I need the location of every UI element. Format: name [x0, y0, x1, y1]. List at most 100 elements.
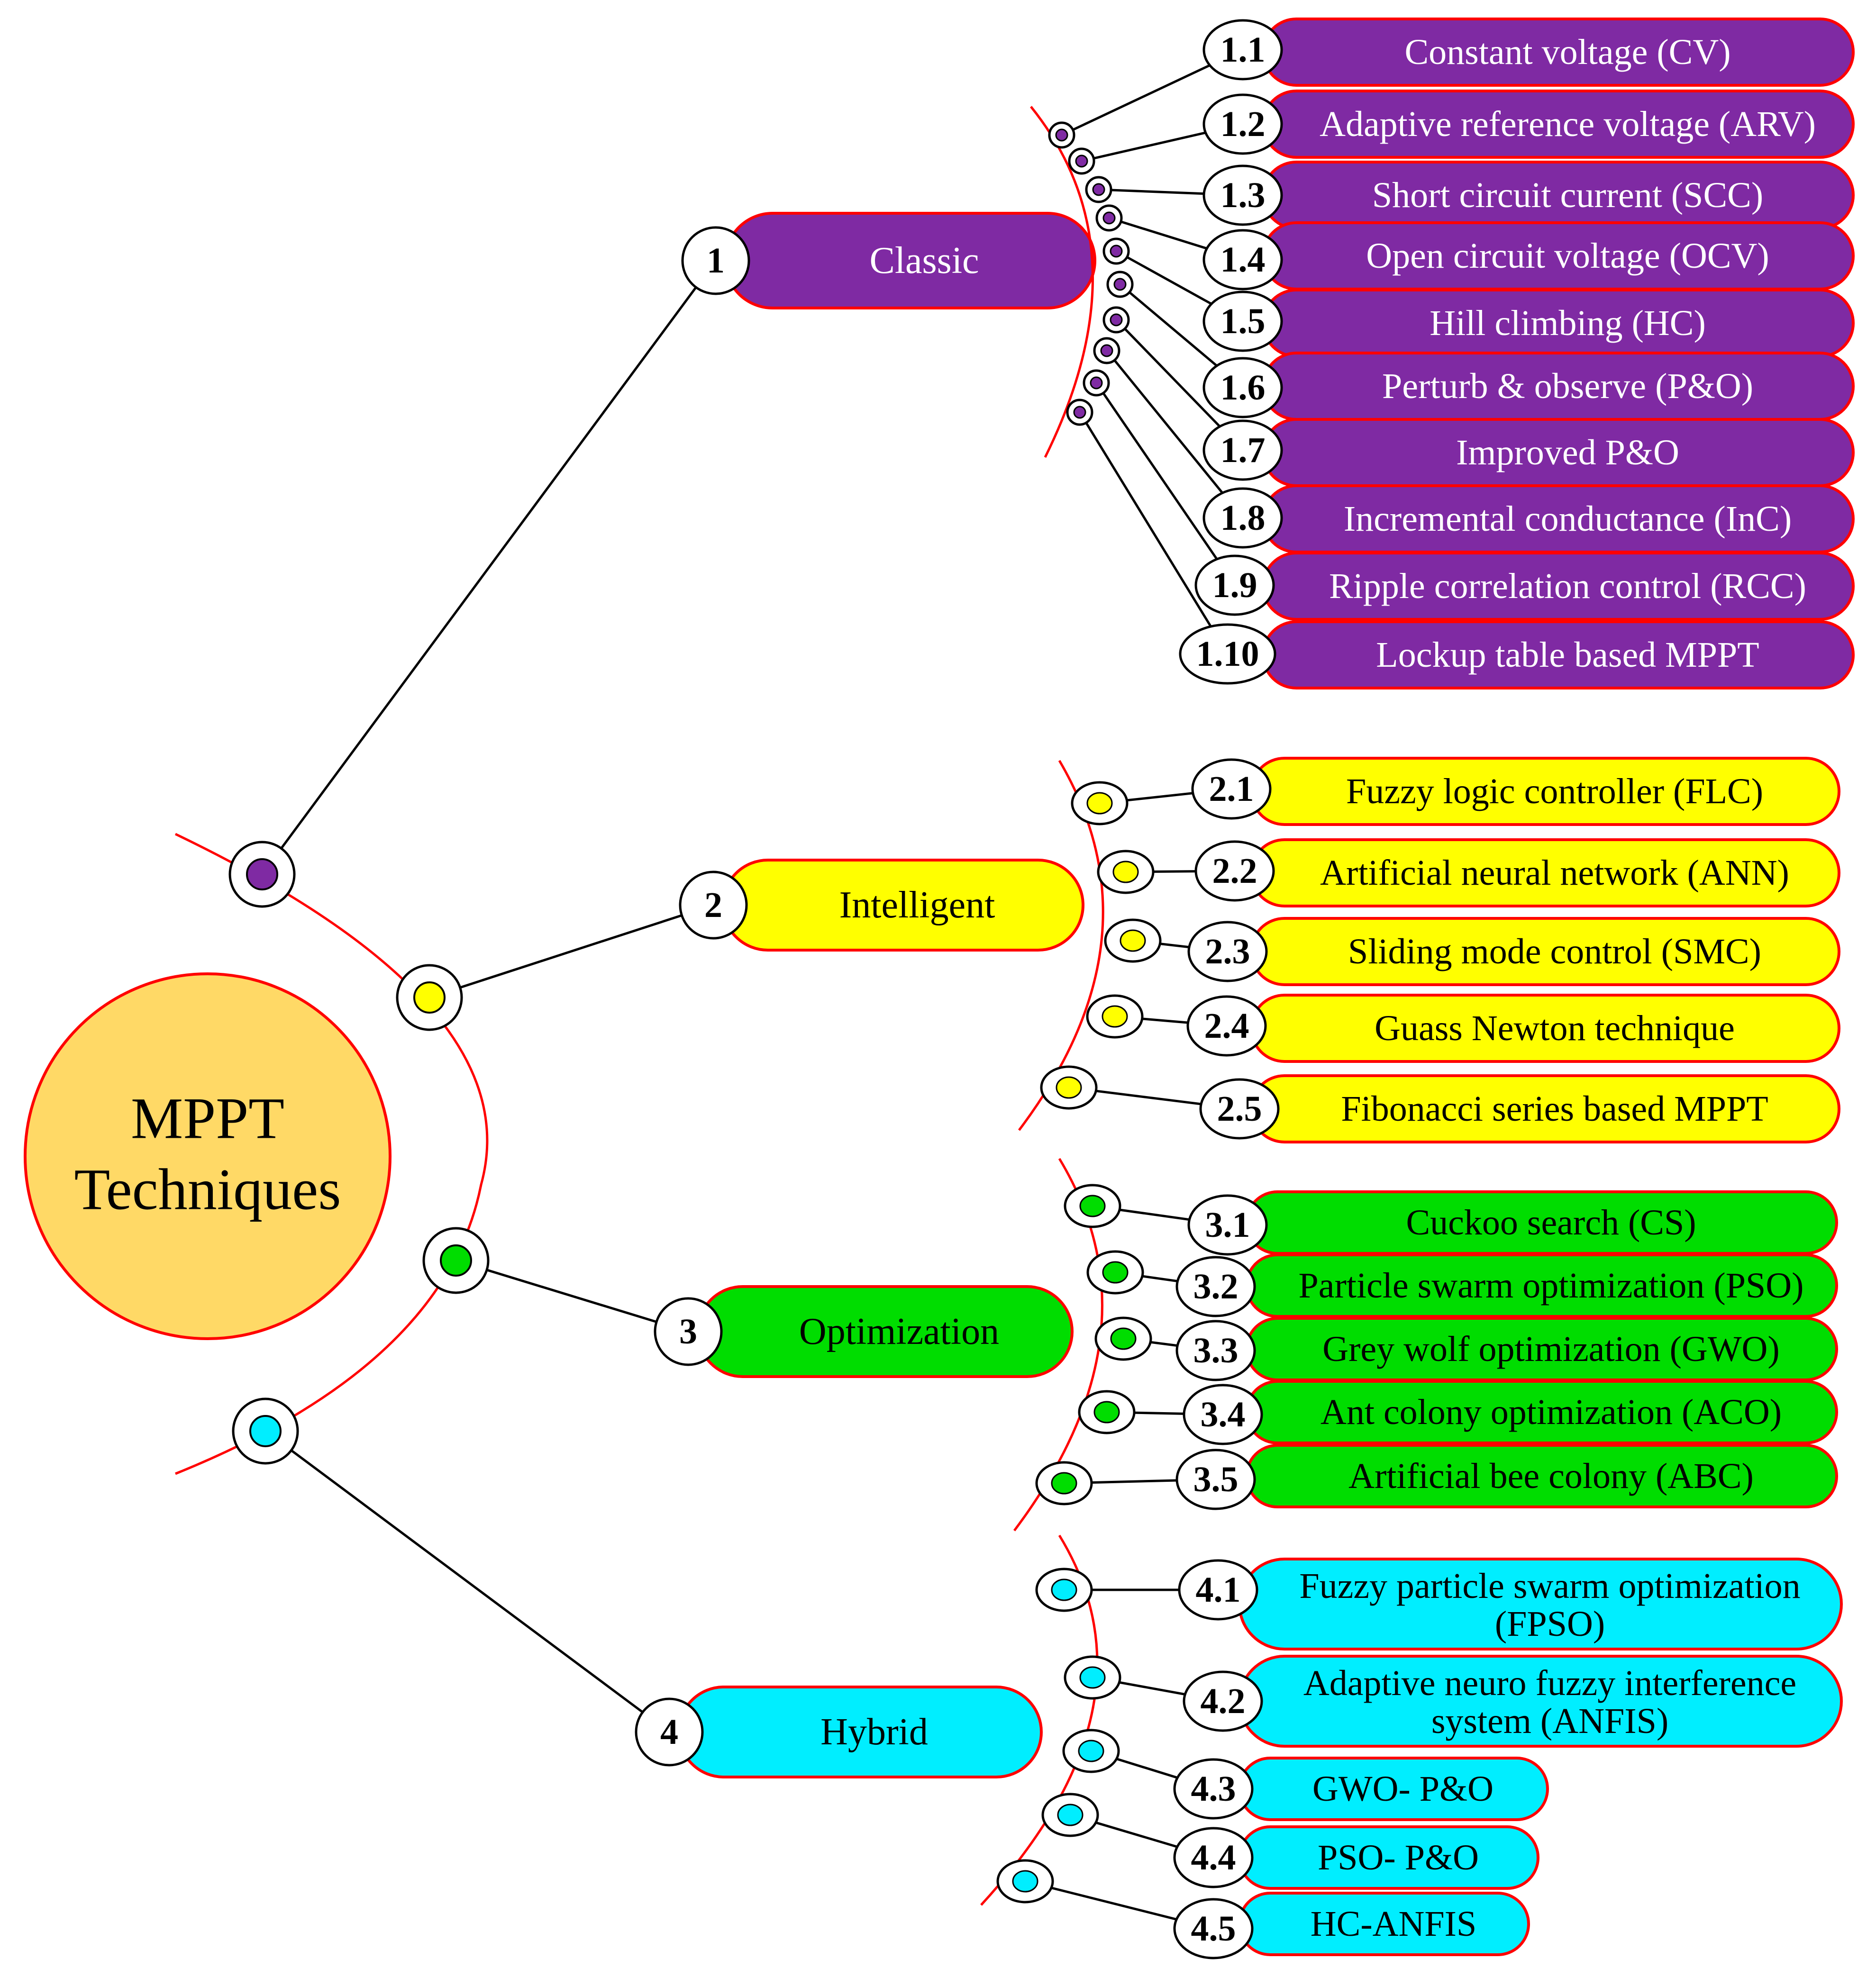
- item-bullet-dot: [1100, 344, 1113, 357]
- item-label: Particle swarm optimization (PSO): [1299, 1266, 1804, 1306]
- category-hybrid: Hybrid 4 Fuzzy particle swarm optimization…: [232, 1397, 1843, 1959]
- technique-item: PSO- P&O4.4: [1041, 1793, 1539, 1890]
- category-connector: [261, 260, 717, 875]
- category-number-circle: [679, 871, 748, 940]
- item-bullet-dot: [1079, 1195, 1106, 1217]
- item-number-ellipse: [1202, 93, 1283, 155]
- category-connector: [455, 1259, 689, 1333]
- item-bullet-dot: [1112, 861, 1139, 883]
- item-label-line2: (FPSO): [1495, 1604, 1605, 1644]
- item-number-ellipse: [1173, 1758, 1254, 1820]
- item-number: 1.9: [1212, 565, 1257, 605]
- item-number: 2.4: [1204, 1006, 1249, 1046]
- item-number-ellipse: [1187, 1194, 1268, 1256]
- item-label: Ripple correlation control (RCC): [1329, 566, 1806, 606]
- technique-item: Fuzzy particle swarm optimization(FPSO) 4…: [1035, 1558, 1843, 1651]
- item-bullet-dot: [1051, 1578, 1077, 1601]
- item-number: 4.2: [1201, 1681, 1246, 1721]
- item-number-ellipse: [1202, 19, 1283, 81]
- category-connector: [429, 904, 714, 999]
- item-number-ellipse: [1202, 229, 1283, 290]
- item-number-ellipse: [1179, 623, 1276, 685]
- item-number-ellipse: [1199, 1078, 1280, 1140]
- item-connector: [1095, 382, 1236, 586]
- technique-item: Cuckoo search (CS)3.1: [1064, 1184, 1838, 1256]
- item-number: 1.1: [1220, 30, 1266, 70]
- category-connector: [264, 1430, 670, 1733]
- technique-item: Constant voltage (CV)1.1: [1048, 18, 1855, 149]
- item-label: Hill climbing (HC): [1430, 303, 1706, 343]
- item-number-ellipse: [1202, 164, 1283, 226]
- category-number: 1: [707, 241, 725, 281]
- item-number: 4.5: [1191, 1909, 1236, 1949]
- item-label: Incremental conductance (InC): [1344, 499, 1792, 539]
- item-connector: [1078, 411, 1229, 655]
- item-pill: [1245, 1444, 1838, 1508]
- root-circle: [24, 972, 392, 1340]
- item-bullet-dot: [1055, 128, 1068, 142]
- item-number: 3.4: [1201, 1395, 1246, 1434]
- item-bullet-dot: [1051, 1472, 1077, 1495]
- item-label: Short circuit current (SCC): [1372, 175, 1763, 215]
- item-label: Ant colony optimization (ACO): [1320, 1392, 1782, 1432]
- item-number-ellipse: [1178, 1559, 1258, 1621]
- category-number-circle: [681, 226, 750, 295]
- item-connector: [1106, 350, 1244, 519]
- item-label: GWO- P&O: [1312, 1769, 1494, 1809]
- item-label: Open circuit voltage (OCV): [1366, 236, 1769, 276]
- item-bullet-dot: [1090, 376, 1103, 390]
- item-bullet-dot: [1102, 211, 1116, 225]
- item-number: 2.3: [1205, 932, 1250, 971]
- item-number: 3.3: [1193, 1331, 1239, 1370]
- category-bullet-dot: [413, 981, 446, 1014]
- item-label: Guass Newton technique: [1375, 1008, 1735, 1048]
- root-title-line2: Techniques: [74, 1157, 341, 1222]
- category-number: 3: [679, 1312, 697, 1351]
- category-label: Classic: [869, 240, 979, 281]
- item-number: 4.1: [1196, 1570, 1241, 1610]
- item-number: 2.2: [1212, 851, 1257, 891]
- item-number-ellipse: [1173, 1827, 1254, 1888]
- item-number: 1.4: [1220, 240, 1266, 280]
- item-bullet-dot: [1056, 1076, 1082, 1099]
- sub-branch-arc: [1030, 106, 1094, 458]
- item-number-ellipse: [1173, 1898, 1254, 1959]
- item-number: 2.1: [1209, 769, 1254, 809]
- main-branch-arc: [174, 833, 489, 1475]
- category-number-circle: [635, 1697, 704, 1767]
- item-number: 2.5: [1217, 1089, 1262, 1129]
- category-bullet-dot: [440, 1244, 472, 1277]
- item-number-ellipse: [1183, 1670, 1263, 1732]
- technique-item: Perturb & observe (P&O)1.6: [1106, 271, 1855, 421]
- root-title-line1: MPPT: [131, 1086, 284, 1151]
- item-number: 1.7: [1220, 430, 1266, 470]
- item-number: 1.2: [1220, 104, 1266, 144]
- technique-item: Artificial bee colony (ABC) 3.5: [1035, 1444, 1838, 1510]
- item-label: Sliding mode control (SMC): [1348, 932, 1761, 971]
- technique-item: Adaptive neuro fuzzy interferencesystem …: [1064, 1655, 1843, 1748]
- item-number-ellipse: [1175, 1256, 1256, 1317]
- technique-item: Particle swarm optimization (PSO) 3.2: [1086, 1250, 1838, 1318]
- item-label: Artificial bee colony (ABC): [1348, 1456, 1754, 1496]
- item-bullet-dot: [1079, 1666, 1106, 1689]
- category-bullet-dot: [249, 1415, 282, 1447]
- technique-item: Grey wolf optimization (GWO)3.3: [1094, 1316, 1838, 1381]
- category-bullet-dot: [246, 858, 278, 890]
- item-label: Artificial neural network (ANN): [1320, 853, 1789, 893]
- item-label: Fuzzy particle swarm optimization: [1299, 1566, 1800, 1606]
- technique-item: Ripple correlation control (RCC) 1.9: [1083, 369, 1855, 621]
- item-number: 3.2: [1193, 1267, 1239, 1306]
- category-number: 4: [660, 1712, 678, 1752]
- item-bullet-dot: [1086, 792, 1113, 815]
- technique-item: Ant colony optimization (ACO) 3.4: [1078, 1380, 1838, 1445]
- item-label: Fibonacci series based MPPT: [1341, 1089, 1768, 1129]
- category-label: Hybrid: [820, 1711, 928, 1753]
- item-bullet-dot: [1057, 1804, 1084, 1826]
- item-label: Improved P&O: [1456, 433, 1679, 472]
- item-number: 3.5: [1193, 1460, 1239, 1499]
- item-number: 3.1: [1205, 1205, 1250, 1245]
- item-bullet-dot: [1110, 313, 1123, 326]
